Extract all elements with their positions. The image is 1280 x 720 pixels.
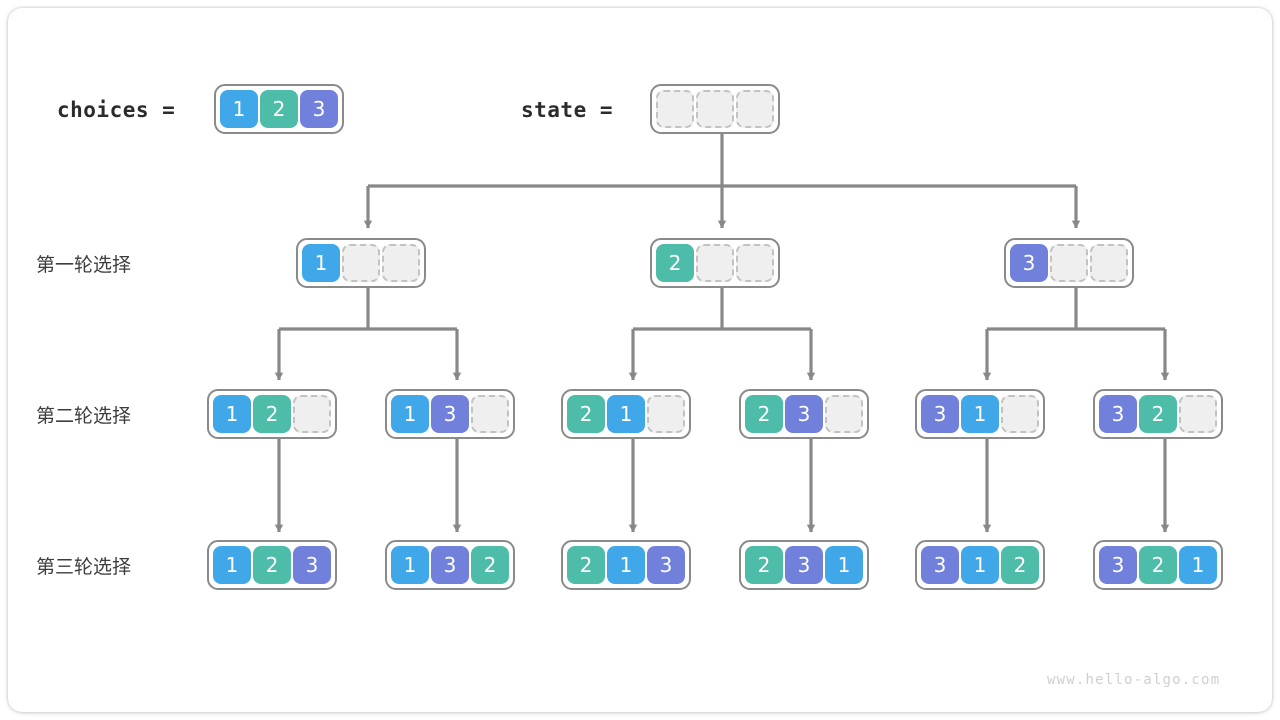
array-cell: 3 [1099, 546, 1137, 584]
node-round3-2: 1 3 2 [385, 540, 515, 590]
array-cell: 2 [471, 546, 509, 584]
array-cell: 1 [961, 546, 999, 584]
array-cell [736, 244, 774, 282]
array-cell [1090, 244, 1128, 282]
array-cell: 2 [567, 395, 605, 433]
node-round1-1: 1 [296, 238, 426, 288]
array-cell: 2 [745, 395, 783, 433]
node-round2-4: 2 3 [739, 389, 869, 439]
array-cell: 2 [253, 546, 291, 584]
array-cell: 1 [825, 546, 863, 584]
array-cell [1001, 395, 1039, 433]
array-cell: 3 [921, 395, 959, 433]
array-cell: 2 [567, 546, 605, 584]
array-cell [656, 90, 694, 128]
node-round3-3: 2 1 3 [561, 540, 691, 590]
array-cell [825, 395, 863, 433]
array-cell: 3 [921, 546, 959, 584]
array-cell: 2 [656, 244, 694, 282]
array-choices: 1 2 3 [214, 84, 344, 134]
array-cell: 1 [391, 395, 429, 433]
node-round3-4: 2 3 1 [739, 540, 869, 590]
array-cell: 2 [1001, 546, 1039, 584]
array-cell: 1 [961, 395, 999, 433]
array-cell [647, 395, 685, 433]
array-cell [696, 244, 734, 282]
array-cell: 3 [300, 90, 338, 128]
row-label-round2: 第二轮选择 [36, 405, 132, 427]
array-cell [471, 395, 509, 433]
array-cell [1050, 244, 1088, 282]
array-cell [293, 395, 331, 433]
row-label-round1: 第一轮选择 [36, 254, 132, 276]
array-cell: 1 [607, 546, 645, 584]
array-state [650, 84, 780, 134]
array-cell: 3 [647, 546, 685, 584]
array-cell: 3 [1010, 244, 1048, 282]
card-frame [8, 8, 1272, 712]
node-round2-1: 1 2 [207, 389, 337, 439]
array-cell: 2 [1139, 395, 1177, 433]
node-round3-1: 1 2 3 [207, 540, 337, 590]
array-cell: 1 [213, 395, 251, 433]
row-label-round3: 第三轮选择 [36, 556, 132, 578]
array-cell: 3 [431, 546, 469, 584]
node-round3-6: 3 2 1 [1093, 540, 1223, 590]
state-label: state = [521, 98, 614, 122]
node-round1-3: 3 [1004, 238, 1134, 288]
array-cell: 1 [213, 546, 251, 584]
node-round3-5: 3 1 2 [915, 540, 1045, 590]
array-cell: 1 [302, 244, 340, 282]
array-cell: 3 [293, 546, 331, 584]
array-cell [736, 90, 774, 128]
array-cell [382, 244, 420, 282]
array-cell: 3 [1099, 395, 1137, 433]
choices-label: choices = [57, 98, 176, 122]
array-cell: 1 [220, 90, 258, 128]
array-cell: 2 [1139, 546, 1177, 584]
node-round2-2: 1 3 [385, 389, 515, 439]
array-cell: 3 [785, 395, 823, 433]
array-cell: 3 [785, 546, 823, 584]
array-cell: 1 [391, 546, 429, 584]
array-cell: 2 [745, 546, 783, 584]
array-cell: 2 [253, 395, 291, 433]
node-round2-6: 3 2 [1093, 389, 1223, 439]
array-cell [342, 244, 380, 282]
array-cell: 3 [431, 395, 469, 433]
node-round2-5: 3 1 [915, 389, 1045, 439]
array-cell: 1 [1179, 546, 1217, 584]
watermark: www.hello-algo.com [1047, 672, 1221, 688]
node-round2-3: 2 1 [561, 389, 691, 439]
array-cell [696, 90, 734, 128]
array-cell [1179, 395, 1217, 433]
array-cell: 2 [260, 90, 298, 128]
node-round1-2: 2 [650, 238, 780, 288]
array-cell: 1 [607, 395, 645, 433]
